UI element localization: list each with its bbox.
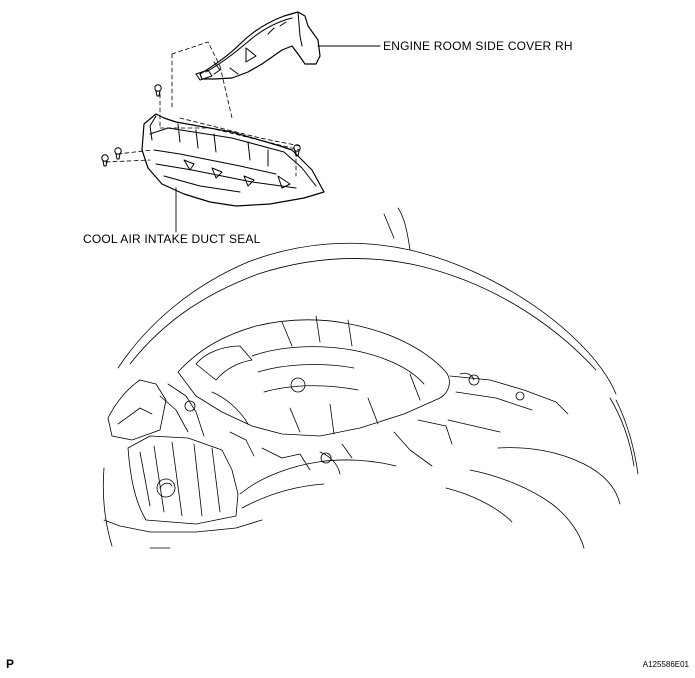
vehicle-front-drawing <box>102 207 639 549</box>
alignment-lines <box>105 41 301 177</box>
lexus-emblem-icon <box>156 478 176 498</box>
corner-mark: P <box>6 657 15 671</box>
engine-room-side-cover-label: ENGINE ROOM SIDE COVER RH <box>383 39 573 53</box>
cool-air-intake-duct-seal-drawing <box>141 113 325 207</box>
cool-air-intake-duct-seal-label: COOL AIR INTAKE DUCT SEAL <box>83 232 261 246</box>
clip-icon <box>101 84 301 167</box>
leader-lines <box>175 45 381 233</box>
engine-room-side-cover-drawing <box>195 11 321 81</box>
figure-code: A125586E01 <box>642 660 689 669</box>
